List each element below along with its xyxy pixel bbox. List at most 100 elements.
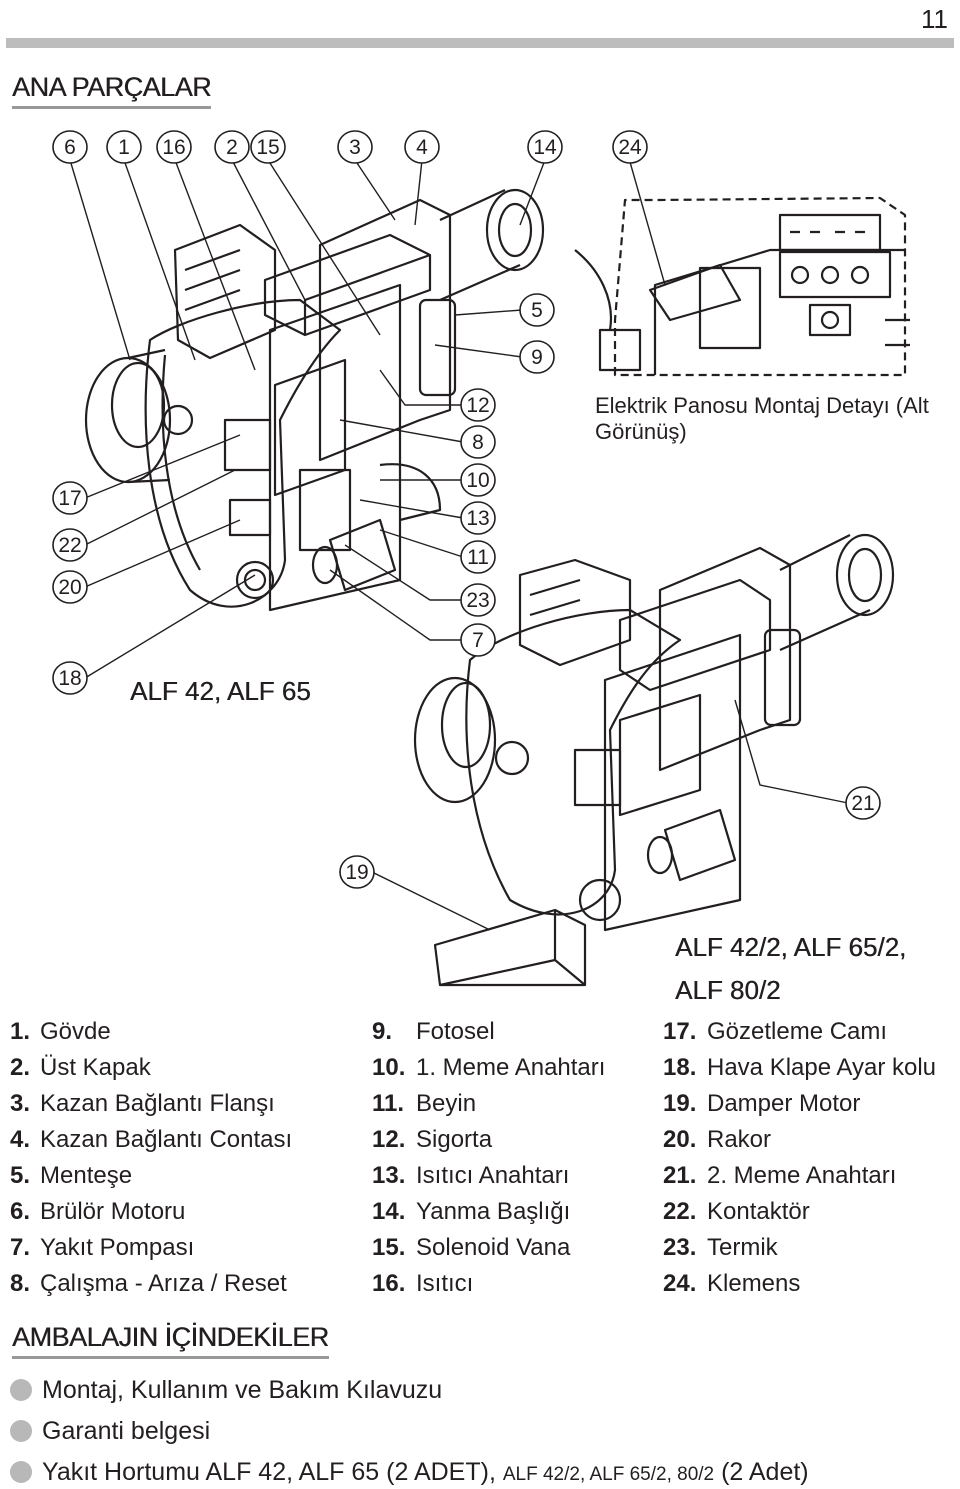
part-name: Yakıt Pompası [40, 1234, 195, 1261]
part-item: 15. Solenoid Vana [372, 1234, 605, 1270]
part-number: 7. [10, 1234, 31, 1261]
section-heading-package: AMBALAJIN İÇİNDEKİLER [12, 1322, 329, 1359]
part-name: Solenoid Vana [416, 1234, 571, 1261]
callout-17: 17 [52, 481, 88, 515]
callout-8: 8 [460, 425, 496, 459]
svg-text:7: 7 [472, 629, 484, 652]
callout-18: 18 [52, 661, 88, 695]
part-number: 8. [10, 1270, 31, 1297]
callout-22: 22 [52, 528, 88, 562]
part-number: 17. [663, 1018, 697, 1045]
part-name: Sigorta [416, 1126, 493, 1153]
part-item: 21.2. Meme Anahtarı [663, 1162, 936, 1198]
part-item: 23.Termik [663, 1234, 936, 1270]
part-number: 21. [663, 1162, 697, 1189]
part-item: 10. 1. Meme Anahtarı [372, 1054, 605, 1090]
part-number: 2. [10, 1054, 31, 1081]
part-name: Gövde [40, 1018, 111, 1045]
callout-2: 2 [214, 130, 250, 164]
part-name: Gözetleme Camı [707, 1018, 888, 1045]
bullet-icon [10, 1379, 32, 1401]
callout-24: 24 [612, 130, 648, 164]
part-number: 14. [372, 1198, 406, 1225]
part-name: Üst Kapak [40, 1054, 151, 1081]
model-label-2b: ALF 80/2 [675, 975, 781, 1005]
part-item: 13.Isıtıcı Anahtarı [372, 1162, 605, 1198]
callout-11: 11 [460, 540, 496, 574]
part-number: 20. [663, 1126, 697, 1153]
callout-3: 3 [337, 130, 373, 164]
page-number: 11 [921, 4, 948, 34]
package-item: Garanti belgesi [10, 1417, 210, 1446]
part-number: 18. [663, 1054, 697, 1081]
burner-2-illustration [413, 533, 895, 987]
callout-9: 9 [519, 340, 555, 374]
part-item: 19.Damper Motor [663, 1090, 936, 1126]
part-number: 6. [10, 1198, 31, 1225]
part-number: 22. [663, 1198, 697, 1225]
panel-caption: Elektrik Panosu Montaj Detayı (Alt Görün… [595, 393, 929, 444]
part-number: 23. [663, 1234, 697, 1261]
part-item: 8. Çalışma - Arıza / Reset [10, 1270, 292, 1306]
part-number: 10. [372, 1054, 406, 1081]
svg-text:8: 8 [472, 431, 484, 454]
bullet-icon [10, 1420, 32, 1442]
part-name: Rakor [707, 1126, 772, 1153]
svg-text:22: 22 [58, 534, 81, 557]
part-item: 11.Beyin [372, 1090, 605, 1126]
part-item: 17. Gözetleme Camı [663, 1018, 936, 1054]
part-number: 4. [10, 1126, 31, 1153]
burner-1-illustration [84, 188, 545, 612]
part-number: 5. [10, 1162, 31, 1189]
svg-text:12: 12 [466, 394, 489, 417]
part-item: 2. Üst Kapak [10, 1054, 292, 1090]
svg-text:11: 11 [467, 546, 489, 569]
part-name: Isıtıcı Anahtarı [416, 1162, 570, 1189]
part-name: Klemens [707, 1270, 801, 1297]
part-name: Yanma Başlığı [416, 1198, 571, 1225]
part-name: Beyin [416, 1090, 477, 1117]
svg-text:2: 2 [226, 136, 238, 159]
part-item: 14. Yanma Başlığı [372, 1198, 605, 1234]
package-item: Yakıt Hortumu ALF 42, ALF 65 (2 ADET), A… [10, 1458, 809, 1487]
callout-12: 12 [460, 388, 496, 422]
part-number: 12. [372, 1126, 406, 1153]
part-item: 20. Rakor [663, 1126, 936, 1162]
svg-text:5: 5 [531, 299, 543, 322]
callout-5: 5 [519, 293, 555, 327]
part-name: Isıtıcı [416, 1270, 474, 1297]
callout-23: 23 [460, 583, 496, 617]
part-name: Menteşe [40, 1162, 133, 1189]
part-number: 16. [372, 1270, 406, 1297]
part-name: Brülör Motoru [40, 1198, 186, 1225]
part-item: 1. Gövde [10, 1018, 292, 1054]
part-name: Kontaktör [707, 1198, 810, 1225]
part-name: Fotosel [416, 1018, 495, 1045]
part-number: 1. [10, 1018, 31, 1045]
svg-text:24: 24 [618, 136, 642, 159]
part-name: Çalışma - Arıza / Reset [40, 1270, 287, 1297]
part-item: 4. Kazan Bağlantı Contası [10, 1126, 292, 1162]
part-item: 12. Sigorta [372, 1126, 605, 1162]
callout-6: 6 [52, 130, 88, 164]
svg-text:17: 17 [58, 487, 81, 510]
svg-text:6: 6 [64, 136, 76, 159]
svg-text:15: 15 [256, 136, 279, 159]
callout-13: 13 [460, 501, 496, 535]
part-name: Kazan Bağlantı Contası [40, 1126, 293, 1153]
package-item: Montaj, Kullanım ve Bakım Kılavuzu [10, 1376, 442, 1405]
bullet-icon [10, 1461, 32, 1483]
part-name: 1. Meme Anahtarı [416, 1054, 606, 1081]
part-item: 9.Fotosel [372, 1018, 605, 1054]
electric-panel-illustration [574, 196, 910, 377]
callout-15: 15 [250, 130, 286, 164]
parts-list-col3: 17. Gözetleme Camı 18.Hava Klape Ayar kolu… [663, 1018, 936, 1306]
part-name: Kazan Bağlantı Flanşı [40, 1090, 275, 1117]
part-number: 15. [372, 1234, 406, 1261]
part-number: 24. [663, 1270, 697, 1297]
svg-text:9: 9 [531, 346, 543, 369]
callout-1: 1 [106, 130, 142, 164]
part-item: 18.Hava Klape Ayar kolu [663, 1054, 936, 1090]
